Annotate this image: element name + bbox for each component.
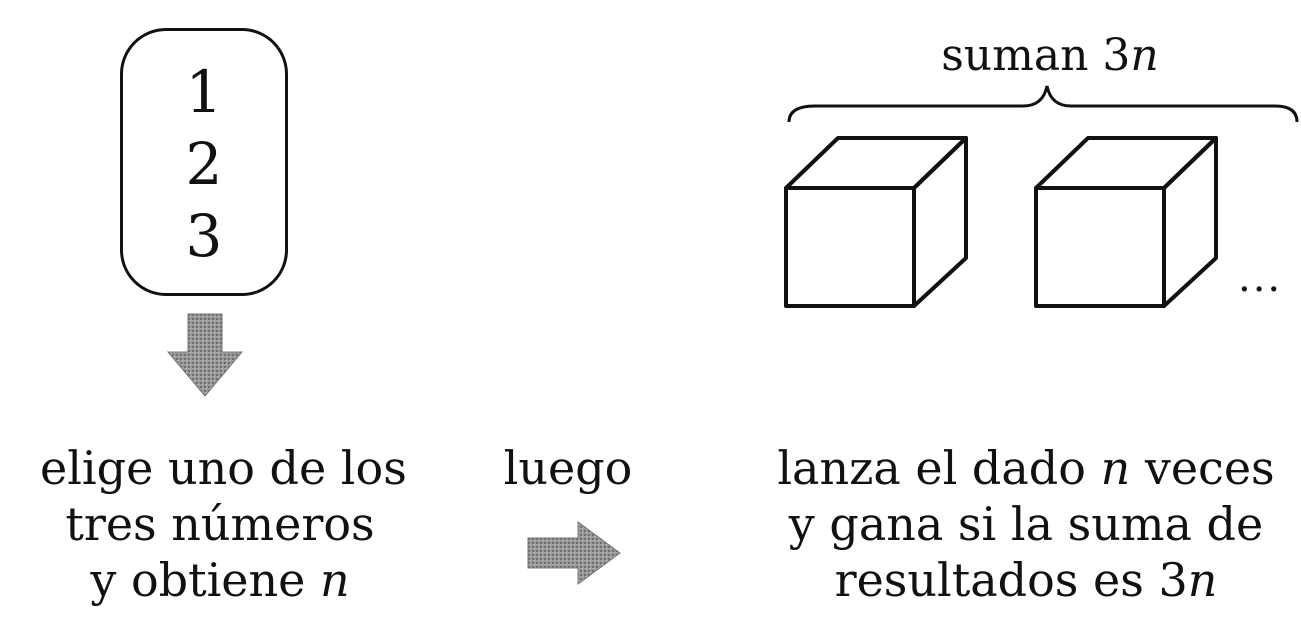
curly-brace — [787, 85, 1299, 123]
right-caption-line-1: lanza el dado n veces — [777, 441, 1275, 495]
left-caption-line-2: tres números — [65, 497, 375, 551]
right-caption-line-2: y gana si la suma de — [788, 497, 1264, 551]
number-3: 3 — [185, 202, 223, 270]
die-2 — [1034, 136, 1218, 308]
variable-n: n — [1187, 553, 1218, 607]
middle-label: luego — [503, 441, 633, 495]
right-caption-line-3: resultados es 3n — [834, 553, 1218, 607]
right-arrow-icon — [527, 521, 621, 585]
number-2: 2 — [185, 130, 223, 198]
die-1 — [784, 136, 968, 308]
left-caption: elige uno de los tres números y obtiene … — [40, 440, 407, 608]
left-caption-line-1: elige uno de los — [40, 441, 407, 495]
right-caption: lanza el dado n veces y gana si la suma … — [736, 440, 1301, 608]
variable-n: n — [1100, 441, 1131, 495]
left-caption-line-3: y obtiene n — [90, 553, 350, 607]
number-choice-box: 1 2 3 — [120, 28, 288, 296]
brace-label: suman 3n — [941, 30, 1159, 81]
variable-n: n — [1130, 30, 1159, 81]
down-arrow-icon — [166, 313, 244, 397]
number-1: 1 — [185, 58, 223, 126]
variable-n: n — [320, 553, 350, 607]
ellipsis: ... — [1238, 255, 1283, 301]
